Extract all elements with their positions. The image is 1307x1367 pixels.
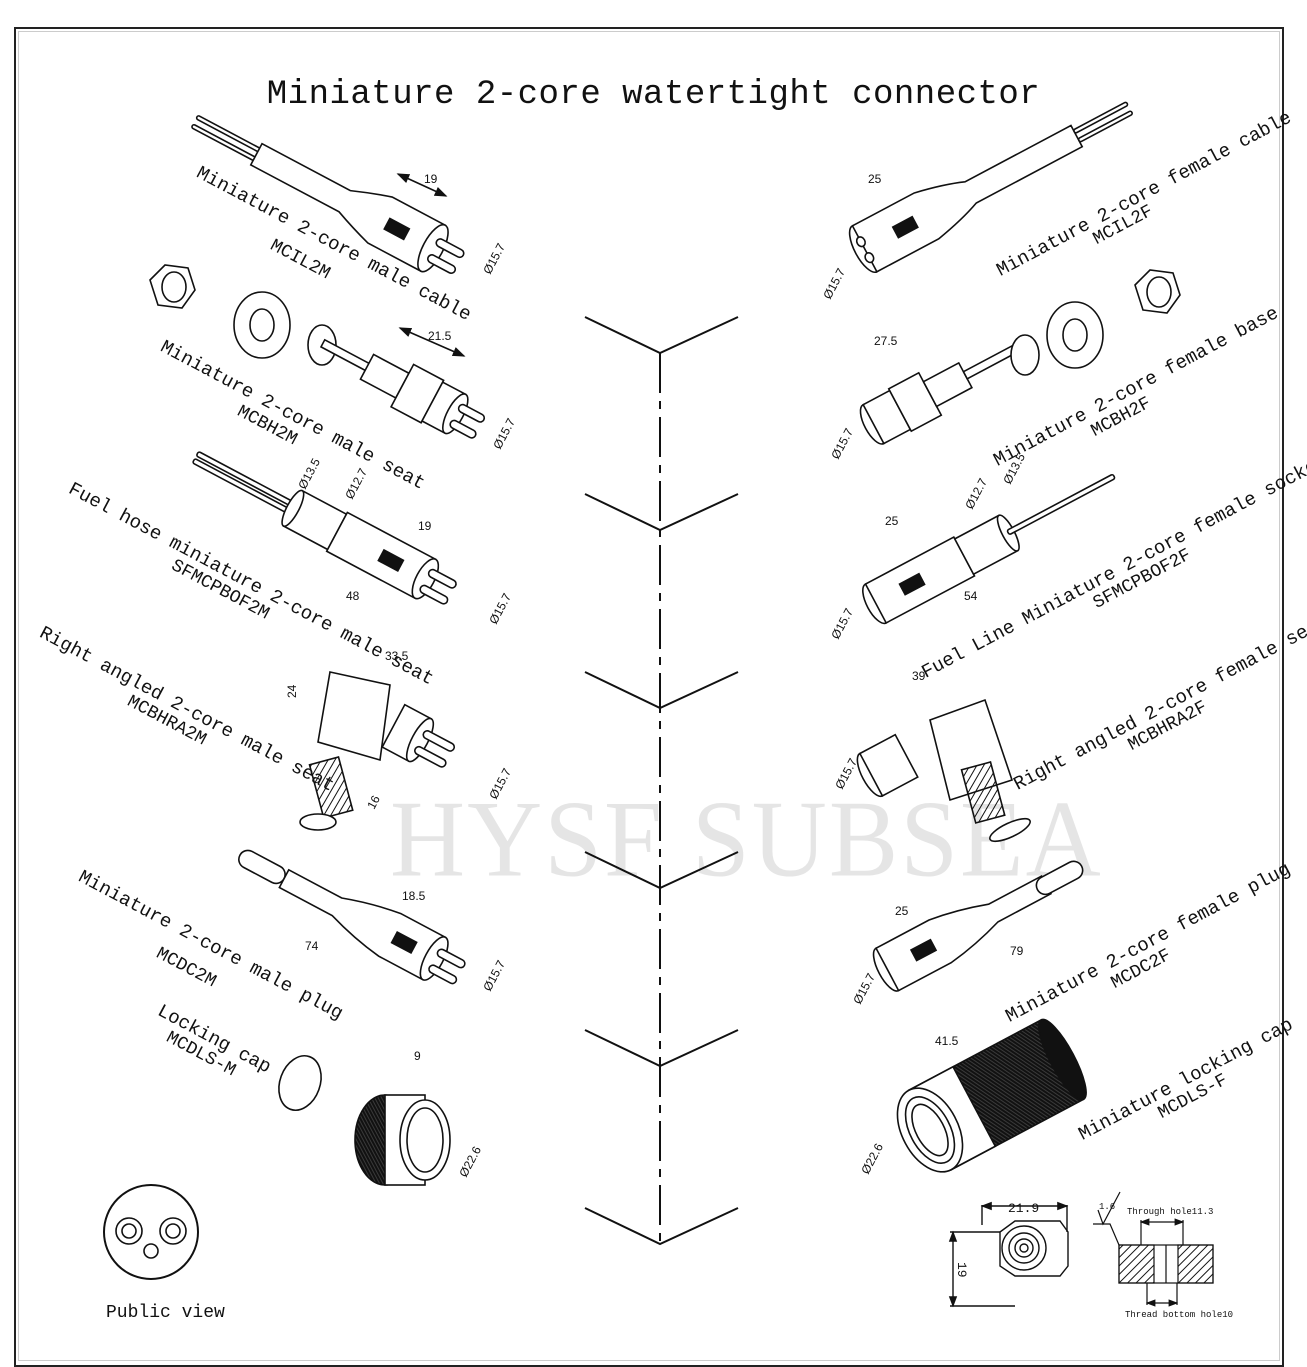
chevron-5 (584, 1029, 739, 1068)
chevron-6 (584, 1207, 739, 1246)
svg-text:Ø22.6: Ø22.6 (456, 1144, 484, 1180)
o-ring-cap (278, 1055, 322, 1111)
svg-text:74: 74 (305, 939, 319, 953)
hex-nut-detail: 21.9 19 (948, 1201, 1069, 1308)
right-angle-female-seat-drawing: 39 Ø15.7 (832, 669, 1031, 843)
svg-text:Ø12.7: Ø12.7 (962, 476, 990, 512)
svg-text:25: 25 (895, 904, 909, 918)
hex-nut-right (1134, 269, 1181, 314)
svg-text:41.5: 41.5 (935, 1034, 959, 1048)
through-hole-label: Through hole11.3 (1127, 1207, 1213, 1217)
svg-text:18.5: 18.5 (402, 889, 426, 903)
svg-text:Ø15.7: Ø15.7 (850, 971, 878, 1007)
center-spine (584, 316, 739, 1246)
washer-left (233, 291, 291, 359)
chevron-1 (584, 316, 739, 355)
svg-text:16: 16 (364, 793, 383, 812)
hex-width-dim: 21.9 (1008, 1201, 1039, 1216)
svg-text:Ø22.6: Ø22.6 (858, 1141, 886, 1177)
female-base-drawing: 27.5 Ø15.7 (828, 269, 1181, 462)
svg-text:24: 24 (285, 684, 299, 698)
male-cable-drawing: 19 Ø15.7 (191, 115, 508, 277)
drawing-title: Miniature 2-core watertight connector (266, 76, 1041, 114)
svg-text:27.5: 27.5 (874, 334, 898, 348)
locking-cap-female-drawing: 41.5 Ø22.6 (858, 1018, 1087, 1177)
svg-text:79: 79 (1010, 944, 1024, 958)
svg-text:Ø15.7: Ø15.7 (828, 426, 856, 462)
hex-nut-left (149, 264, 196, 309)
svg-text:Ø15.7: Ø15.7 (820, 266, 848, 302)
svg-text:54: 54 (964, 589, 978, 603)
locking-cap-male-drawing: 9 Ø22.6 (278, 1049, 484, 1186)
hex-height-dim: 19 (954, 1262, 969, 1278)
roughness-value: 1.6 (1099, 1202, 1115, 1212)
public-view-pinout: 1 2 (103, 1184, 199, 1280)
section-detail: 1.6 Through hole11.3 Thread bottom hole1… (1093, 1191, 1233, 1320)
svg-text:21.5: 21.5 (428, 329, 452, 343)
chevron-4 (584, 851, 739, 890)
fuel-hose-male-seat-drawing: 19 48 Ø13.5 Ø12.7 Ø15.7 (192, 451, 514, 627)
svg-text:25: 25 (885, 514, 899, 528)
svg-text:19: 19 (424, 172, 438, 186)
svg-text:Ø12.7: Ø12.7 (342, 466, 370, 502)
svg-text:19: 19 (418, 519, 432, 533)
pin-2-label: 2 (169, 1199, 177, 1216)
svg-text:9: 9 (414, 1049, 421, 1063)
svg-text:Ø15.7: Ø15.7 (480, 241, 508, 277)
svg-text:39: 39 (912, 669, 926, 683)
svg-text:Ø13.5: Ø13.5 (295, 456, 323, 492)
svg-text:Ø15.7: Ø15.7 (828, 606, 856, 642)
svg-text:Ø15.7: Ø15.7 (490, 416, 518, 452)
right-angle-male-seat-drawing: 33.5 24 16 Ø15.7 (285, 649, 514, 831)
chevron-2 (584, 493, 739, 532)
pin-1-label: 1 (124, 1199, 132, 1216)
svg-text:33.5: 33.5 (385, 649, 409, 663)
female-cable-drawing: 25 Ø15.7 (820, 101, 1133, 302)
thread-bottom-label: Thread bottom hole10 (1125, 1310, 1233, 1320)
svg-text:Ø15.7: Ø15.7 (832, 756, 860, 792)
svg-text:48: 48 (346, 589, 360, 603)
male-plug-drawing: 18.5 74 Ø15.7 (238, 849, 508, 994)
male-seat-drawing: 21.5 Ø15.7 (149, 264, 518, 452)
svg-text:Ø15.7: Ø15.7 (486, 591, 514, 627)
washer-right (1046, 301, 1104, 369)
o-ring-right (1010, 334, 1040, 376)
fuel-line-female-socket-drawing: 25 54 Ø12.7 Ø13.5 Ø15.7 (828, 451, 1116, 642)
public-view-label: Public view (106, 1303, 225, 1323)
svg-text:25: 25 (868, 172, 882, 186)
chevron-3 (584, 671, 739, 710)
svg-text:Ø15.7: Ø15.7 (486, 766, 514, 802)
svg-text:Ø15.7: Ø15.7 (480, 958, 508, 994)
